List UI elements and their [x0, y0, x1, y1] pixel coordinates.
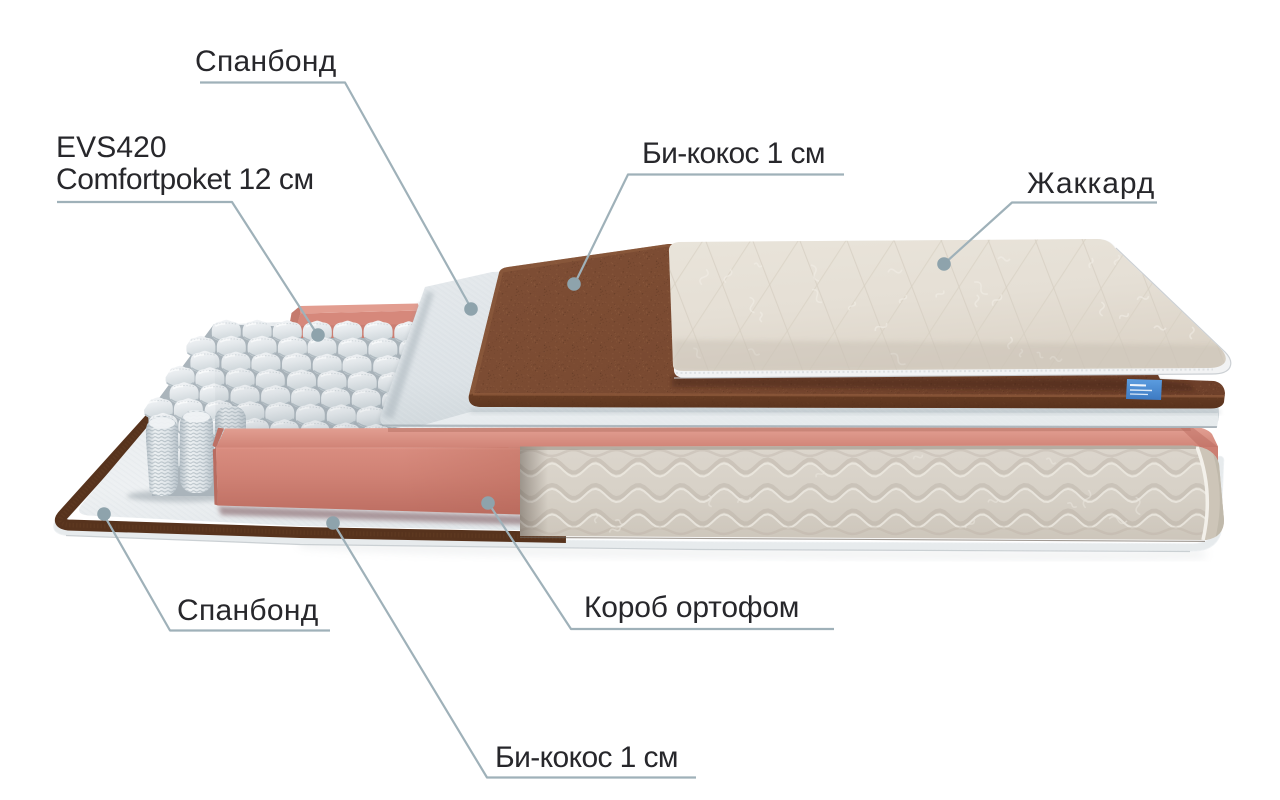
svg-text:Жаккард: Жаккард: [1027, 167, 1155, 200]
svg-text:Короб ортофом: Короб ортофом: [584, 591, 799, 624]
svg-text:Спанбонд: Спанбонд: [195, 45, 337, 78]
svg-text:Спанбонд: Спанбонд: [177, 594, 319, 627]
svg-text:EVS420: EVS420: [56, 131, 167, 164]
svg-text:Би-кокос 1 см: Би-кокос 1 см: [642, 137, 825, 170]
svg-text:Би-кокос 1 см: Би-кокос 1 см: [495, 741, 678, 774]
svg-text:Comfortpoket 12 см: Comfortpoket 12 см: [56, 163, 314, 196]
